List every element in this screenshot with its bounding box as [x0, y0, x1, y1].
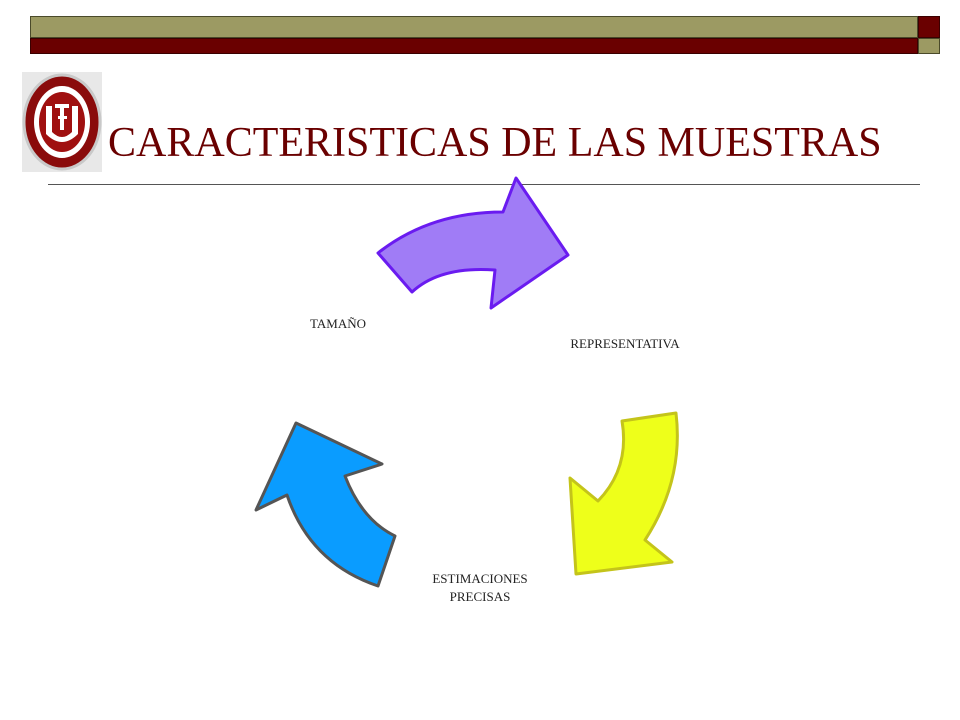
- header-olive-bar: [30, 16, 918, 38]
- title-divider: [48, 184, 920, 185]
- cycle-arrow-representativa: [568, 411, 679, 576]
- header-maroon-bar: [30, 38, 918, 54]
- cycle-label-estimaciones: ESTIMACIONES PRECISAS: [405, 570, 555, 606]
- cycle-arrow-tamano: [376, 176, 570, 310]
- university-seal-icon: [22, 72, 102, 172]
- cycle-label-tamano: TAMAÑO: [309, 316, 366, 331]
- cycle-arrow-estimaciones: [254, 421, 397, 588]
- header-corner-maroon: [918, 16, 940, 38]
- header-corner-olive: [918, 38, 940, 54]
- cycle-label-representativa: REPRESENTATIVA: [570, 336, 680, 351]
- cycle-label-estimaciones-line1: ESTIMACIONES: [432, 571, 528, 586]
- cycle-label-estimaciones-line2: PRECISAS: [449, 589, 511, 604]
- slide-title: CARACTERISTICAS DE LAS MUESTRAS: [108, 120, 882, 166]
